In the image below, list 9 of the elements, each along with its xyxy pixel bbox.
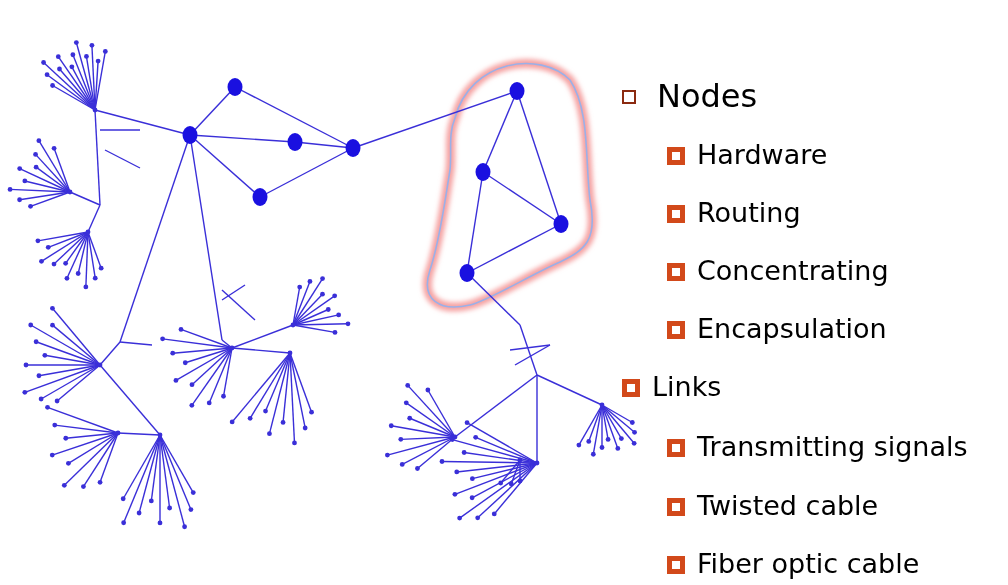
- list-item-text: Routing: [697, 199, 801, 226]
- list-item-text: Hardware: [697, 141, 828, 168]
- list-item-text: Nodes: [657, 80, 758, 112]
- list-item-text: Fiber optic cable: [697, 550, 920, 577]
- list-item-text: Encapsulation: [697, 315, 887, 342]
- list-item-text: Links: [652, 373, 722, 400]
- list-item-text: Concentrating: [697, 257, 889, 284]
- list-item-text: Twisted cable: [697, 492, 879, 519]
- list-item-text: Transmitting signals: [697, 433, 968, 460]
